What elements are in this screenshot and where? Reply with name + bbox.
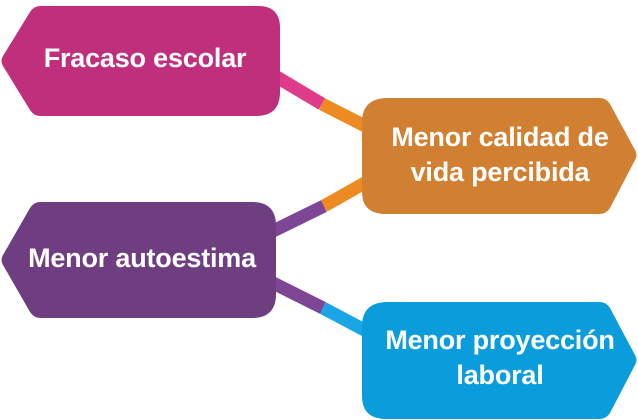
connector-autoestima-proyeccion [268, 276, 376, 340]
connector-segment-purple [268, 200, 327, 238]
connector-segment-purple [268, 276, 326, 314]
node-shape-autoestima [1, 202, 276, 318]
node-label-calidad: Menor calidad de vida percibida [391, 122, 609, 187]
connector-fracaso-calidad [271, 70, 378, 137]
node-label-autoestima: Menor autoestima [28, 242, 256, 273]
node-shape-fracaso [1, 6, 280, 116]
node-shape-calidad [362, 98, 637, 214]
connector-autoestima-calidad [268, 174, 374, 238]
node-label-proyeccion: Menor proyección laboral [385, 325, 615, 390]
connector-segment-magenta [271, 70, 326, 110]
node-shape-proyeccion [362, 302, 637, 419]
node-label-fracaso: Fracaso escolar [43, 42, 247, 73]
